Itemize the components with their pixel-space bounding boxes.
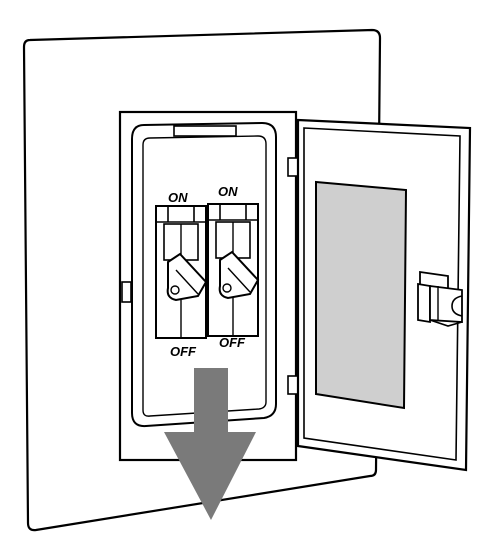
door-latch-icon[interactable] <box>417 270 463 327</box>
breaker-2[interactable] <box>207 203 260 337</box>
door-window <box>315 180 408 410</box>
breaker-1-off-label: OFF <box>170 344 197 359</box>
panel-top-slot <box>173 125 237 137</box>
breaker-1[interactable] <box>155 205 208 339</box>
panel-side-tab <box>121 281 132 303</box>
breaker-1-on-label: ON <box>168 190 188 205</box>
breaker-2-off-label: OFF <box>219 335 246 350</box>
down-arrow-icon <box>164 368 256 520</box>
breaker-2-on-label: ON <box>218 184 238 199</box>
